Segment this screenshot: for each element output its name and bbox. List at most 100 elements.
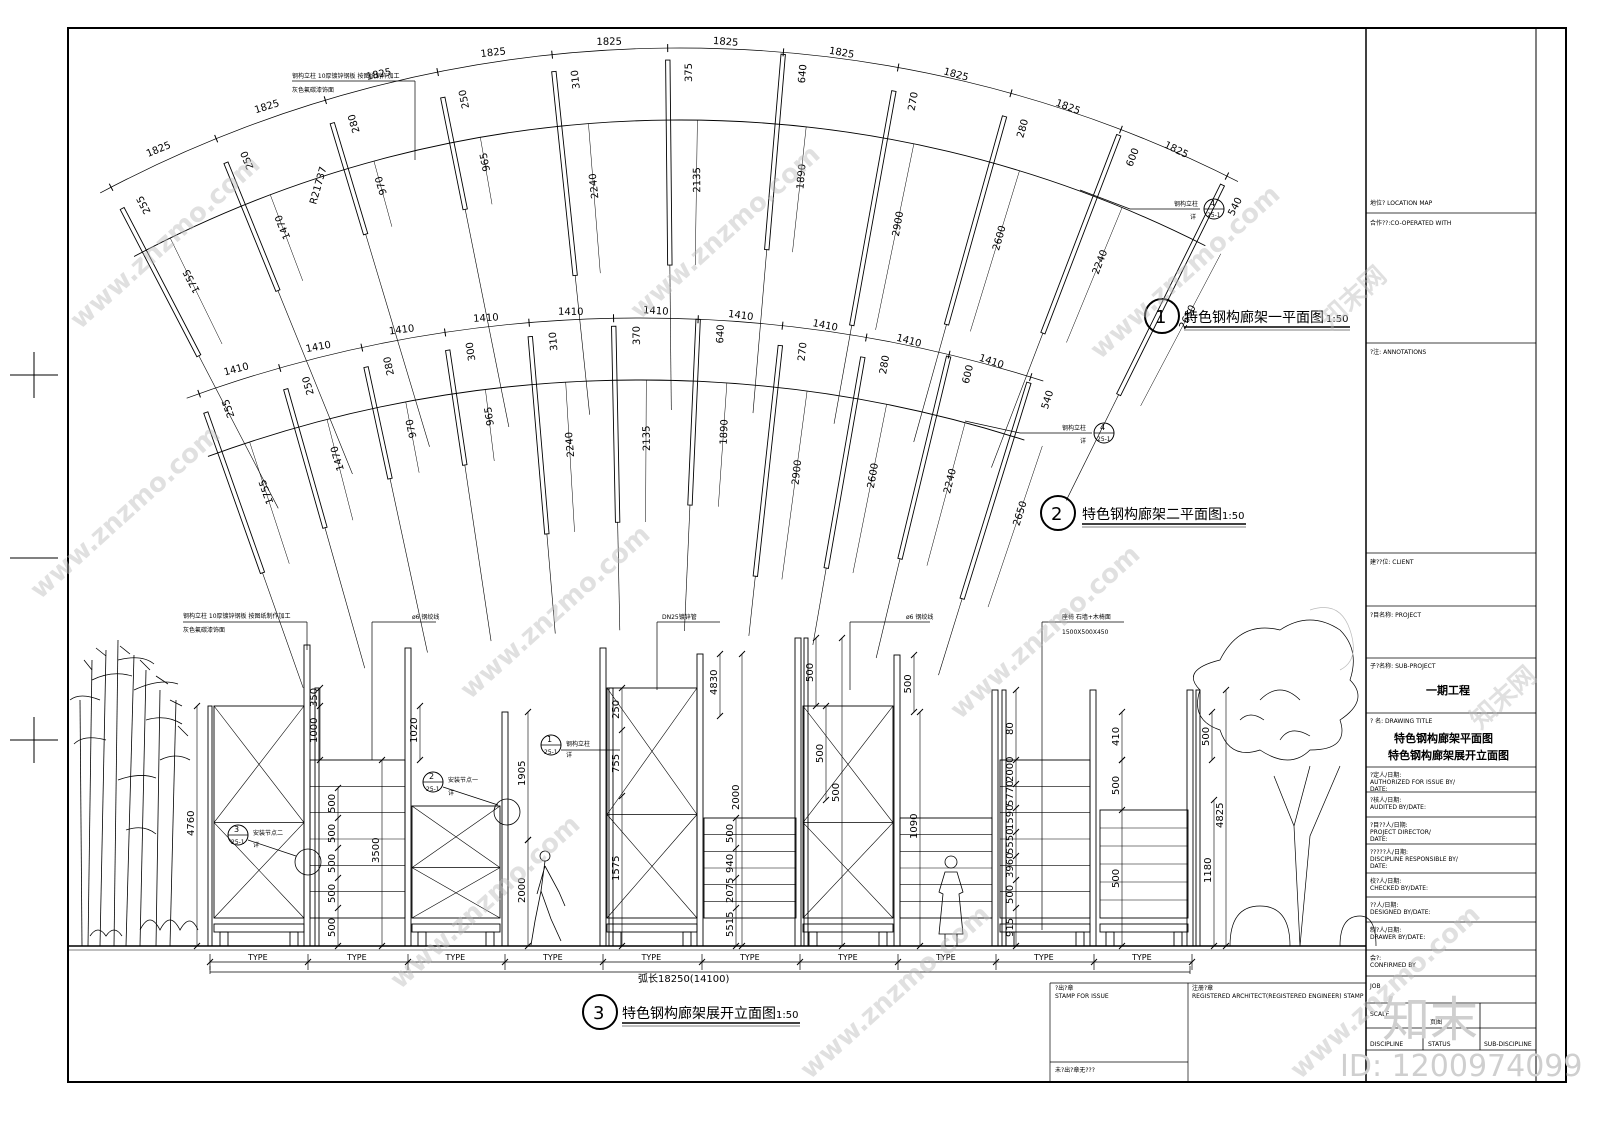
- elev-dim-tick: [524, 942, 532, 950]
- watermark-site-7: www.znzmo.com: [385, 809, 587, 995]
- plan-2-callout-sub: 详: [1080, 437, 1086, 445]
- elev-column: [794, 637, 802, 947]
- plan-length-dim: 2900: [891, 210, 906, 237]
- elev-bench-leg: [808, 931, 818, 947]
- elev-dim-tick: [738, 650, 746, 658]
- tb-cooperated-label: 合作??:CO-OPERATED WITH: [1370, 219, 1451, 227]
- plan-arc-dim: 1825: [145, 140, 173, 160]
- plan-arc-dim: 1410: [388, 323, 415, 337]
- elev-brace: [213, 705, 305, 823]
- watermark-site-2: www.znzmo.com: [625, 139, 827, 325]
- elev-column-note: 钢构立柱 10厚镀锌钢板 按图纸制作加工: [183, 612, 290, 620]
- tb-discipline-label: DISCIPLINE: [1370, 1041, 1403, 1048]
- plan-length-dim: 2240: [1091, 248, 1110, 276]
- elev-dim-tick: [193, 942, 201, 950]
- elev-brace: [802, 822, 894, 919]
- plan-1-column-note: 钢构立柱 10厚镀锌钢板 按图纸制作加工: [292, 72, 399, 80]
- plan-arc-dim: 1410: [643, 305, 669, 318]
- elev-bench-leg: [1005, 931, 1015, 947]
- watermark-brand-1: 知末网: [1315, 261, 1393, 335]
- plan-column: [363, 366, 393, 480]
- plan-column: [1116, 183, 1226, 397]
- plan-column: [440, 96, 468, 211]
- elev-height-dim: 3960: [1005, 853, 1016, 878]
- elev-dim-tick: [716, 712, 724, 720]
- plan-guide-line: [752, 249, 768, 414]
- type-label: TYPE: [739, 953, 760, 962]
- plan-column: [203, 411, 266, 575]
- plan-length-dim: 2600: [866, 462, 881, 489]
- elev-braced-frame: [411, 805, 501, 919]
- elev-dim-tick: [1012, 904, 1020, 912]
- plan-offset-dim: 600: [961, 364, 976, 385]
- elev-column: [696, 653, 704, 947]
- tb-signature-row-text: CONFIRMED BY: [1370, 962, 1416, 969]
- elev-dim-tick: [916, 942, 924, 950]
- elev-column: [893, 654, 901, 947]
- plan-side-dim: [485, 389, 495, 462]
- elev-dim-tick: [732, 904, 740, 912]
- plan-column: [119, 206, 202, 358]
- plan-length-dim: 2900: [791, 459, 805, 485]
- elev-dim-tick: [1012, 756, 1020, 764]
- plan-column: [897, 355, 952, 560]
- elev-dim-tick: [334, 784, 342, 792]
- elev-column: [404, 647, 412, 947]
- plan-arc-dim: 1410: [812, 318, 839, 334]
- elev-bench-leg: [417, 931, 427, 947]
- plan-arc-dim: 1825: [1162, 140, 1190, 161]
- elev-dim-tick: [1222, 686, 1230, 694]
- plan-length-dim: 2240: [942, 468, 959, 495]
- plan-arc-dim: 1410: [977, 353, 1005, 372]
- elev-dim-tick: [334, 844, 342, 852]
- plan-1-callout-sheet: 25-1: [1207, 212, 1221, 219]
- elev-dim-tick: [316, 756, 324, 764]
- plan-2-scale: 1:50: [1222, 511, 1244, 522]
- elev-bench-seat: [213, 923, 305, 933]
- type-dim-tick: [501, 958, 509, 966]
- watermark-id: ID: 1200974099: [1340, 1049, 1582, 1084]
- elev-dim-tick: [193, 702, 201, 710]
- plan-arc-dim: 1825: [480, 46, 507, 60]
- plan-offset-dim: 640: [715, 324, 727, 344]
- plan-arc-dim: 1825: [365, 67, 392, 83]
- svg-text:3: 3: [234, 825, 239, 834]
- elev-scale: 1:50: [776, 1010, 798, 1021]
- elev-height-dim: 2000: [731, 785, 742, 810]
- elev-brace: [213, 822, 305, 919]
- elev-title-number: 3: [593, 1003, 604, 1024]
- elev-braced-frame: [213, 705, 305, 919]
- tb-signature-rows: ?定人/日期:AUTHORIZED FOR ISSUE BY/DATE:?核人/…: [1370, 771, 1459, 969]
- plan-offset-dim: 280: [1015, 118, 1031, 139]
- plan-offset-dim: 270: [907, 91, 921, 112]
- elev-height-dim: 4830: [709, 670, 720, 695]
- plan-dim-tick: [214, 134, 219, 143]
- tb-project-label: ?目名称: PROJECT: [1370, 611, 1421, 619]
- type-label: TYPE: [935, 953, 956, 962]
- type-dim-tick: [992, 958, 1000, 966]
- plan-side-dim: [480, 137, 493, 205]
- svg-text:2: 2: [429, 772, 434, 781]
- svg-text:安装节点一: 安装节点一: [448, 776, 478, 784]
- tb-signature-row-text: AUDITED BY/DATE:: [1370, 804, 1426, 811]
- elev-dim-tick: [1012, 686, 1020, 694]
- elev-bench-seat: [411, 923, 501, 933]
- plan-side-dim: [373, 161, 393, 227]
- elev-height-dim: 500: [903, 674, 914, 693]
- elev-dim-tick: [822, 702, 830, 710]
- elev-dim-tick: [334, 814, 342, 822]
- elev-wire-note-1: ø6 钢绞线: [412, 613, 439, 621]
- elev-dim-tick: [910, 708, 918, 716]
- person-walking: [530, 850, 566, 946]
- elev-height-dim: 1575: [611, 856, 622, 881]
- elev-column: [1186, 689, 1194, 947]
- plan-column: [687, 318, 701, 506]
- watermark-site-5: www.znzmo.com: [455, 519, 657, 705]
- svg-text:25-1: 25-1: [544, 749, 558, 756]
- plan-1: 1755255182514702501825970280182596525018…: [100, 36, 1350, 509]
- elev-height-dim: 500: [815, 744, 826, 763]
- tb-signature-row-text: ?目??人/日期:: [1370, 821, 1408, 829]
- plan-2: 1755255141014702501410970280141096530014…: [186, 305, 1246, 688]
- elev-height-dim: 1905: [517, 761, 528, 786]
